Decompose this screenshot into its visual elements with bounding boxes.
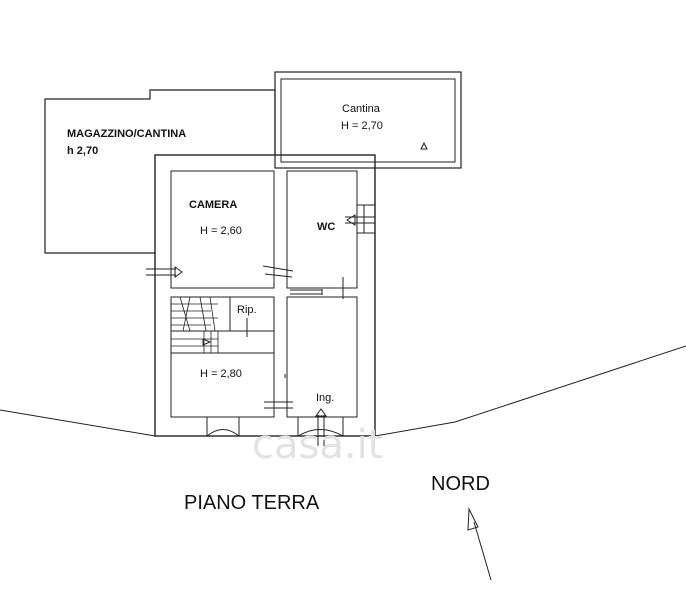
ingresso-label: Ing.: [316, 392, 334, 404]
floor-title: PIANO TERRA: [184, 492, 320, 514]
magazzino-label: MAGAZZINO/CANTINA: [67, 128, 186, 140]
cantina-door-arrow-icon: [420, 141, 428, 150]
entry-arrows: [146, 204, 376, 446]
main-building-walls: [154, 154, 376, 437]
cantina-walls: [274, 71, 462, 169]
stair-direction-arrow-icon: [202, 338, 212, 346]
rip-label: Rip.: [237, 304, 257, 316]
door-ticks: [246, 265, 344, 409]
soggiorno-height: H = 2,80: [200, 368, 242, 380]
camera-label: CAMERA: [189, 199, 237, 211]
magazzino-height: h 2,70: [67, 145, 98, 157]
staircase: [171, 296, 219, 353]
north-arrow-icon: [467, 507, 492, 581]
watermark: casa.it: [252, 422, 383, 468]
wc-label: WC: [317, 221, 335, 233]
cantina-height: H = 2,70: [341, 120, 383, 132]
compass-label: NORD: [431, 473, 490, 495]
window-bays: [206, 416, 344, 437]
camera-height: H = 2,60: [200, 225, 242, 237]
cantina-label: Cantina: [342, 103, 381, 115]
